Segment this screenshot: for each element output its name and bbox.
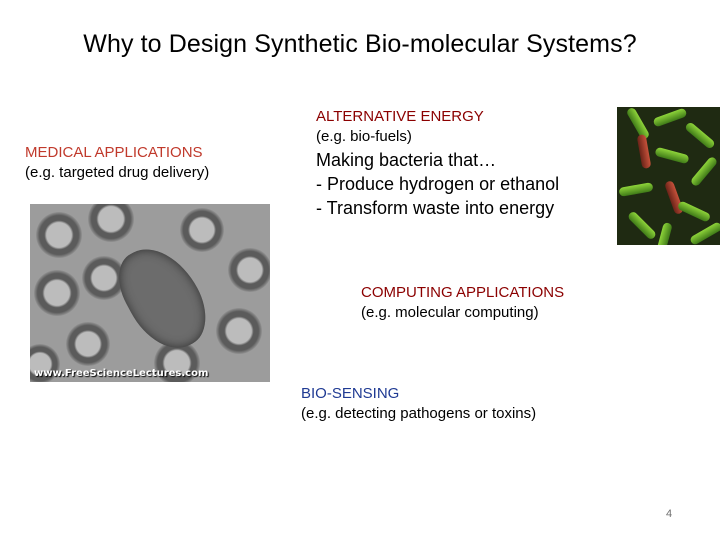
computing-section: COMPUTING APPLICATIONS (e.g. molecular c… bbox=[361, 284, 564, 321]
medical-section: MEDICAL APPLICATIONS (e.g. targeted drug… bbox=[25, 144, 209, 181]
biosensing-heading: BIO-SENSING bbox=[301, 385, 400, 402]
medical-heading: MEDICAL APPLICATIONS bbox=[25, 144, 203, 161]
bacterium bbox=[618, 182, 654, 197]
bacterium bbox=[684, 121, 716, 150]
blood-cell bbox=[34, 270, 80, 316]
biosensing-example: (e.g. detecting pathogens or toxins) bbox=[301, 405, 537, 422]
medical-example: (e.g. targeted drug delivery) bbox=[25, 164, 210, 181]
bacterium bbox=[689, 155, 719, 188]
energy-line: Making bacteria that… bbox=[316, 150, 497, 170]
bacterium bbox=[652, 107, 688, 128]
microscopy-image: www.FreeScienceLectures.com bbox=[30, 204, 270, 382]
energy-example: (e.g. bio-fuels) bbox=[316, 128, 412, 145]
bacterium bbox=[655, 221, 673, 245]
blood-cell bbox=[228, 248, 270, 292]
energy-heading: ALTERNATIVE ENERGY bbox=[316, 108, 484, 125]
page-number: 4 bbox=[666, 508, 673, 520]
bacterium bbox=[689, 221, 720, 245]
energy-section: ALTERNATIVE ENERGY (e.g. bio-fuels) Maki… bbox=[316, 108, 559, 220]
slide-title: Why to Design Synthetic Bio-molecular Sy… bbox=[83, 30, 637, 58]
blood-cell bbox=[180, 208, 224, 252]
blood-cell bbox=[30, 344, 60, 382]
computing-heading: COMPUTING APPLICATIONS bbox=[361, 284, 565, 301]
image-watermark: www.FreeScienceLectures.com bbox=[34, 368, 209, 379]
bacterium bbox=[626, 210, 658, 241]
blood-cell bbox=[36, 212, 82, 258]
biosensing-section: BIO-SENSING (e.g. detecting pathogens or… bbox=[301, 385, 536, 422]
white-blood-cell bbox=[106, 233, 220, 363]
blood-cell bbox=[216, 308, 262, 354]
bacterium bbox=[636, 133, 652, 170]
blood-cell bbox=[66, 322, 110, 366]
energy-line: - Transform waste into energy bbox=[316, 198, 555, 218]
bacteria-image bbox=[617, 107, 720, 245]
computing-example: (e.g. molecular computing) bbox=[361, 304, 539, 321]
blood-cell bbox=[88, 204, 134, 242]
energy-line: - Produce hydrogen or ethanol bbox=[316, 174, 560, 194]
bacterium bbox=[654, 146, 690, 165]
